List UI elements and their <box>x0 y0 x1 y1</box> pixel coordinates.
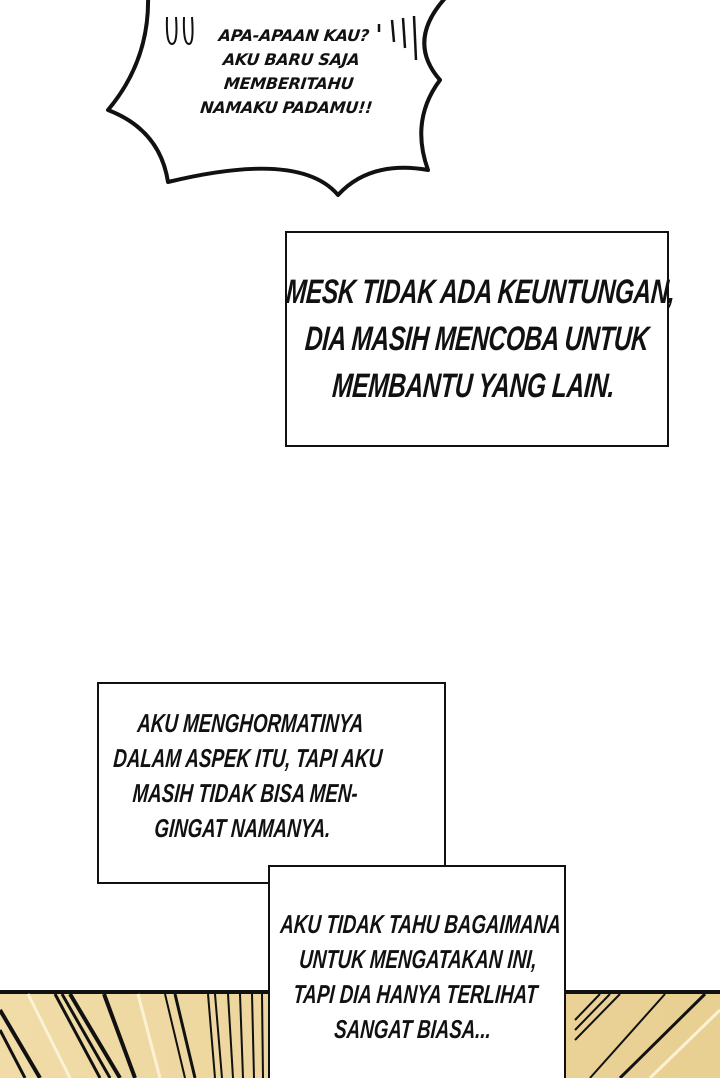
caption-line: MASIH TIDAK BISA MEN- <box>131 778 359 808</box>
bubble-line: APA-APAAN KAU? <box>217 26 370 45</box>
sfx-marks-left <box>165 16 194 46</box>
caption-text: AKU MENGHORMATINYA DALAM ASPEK ITU, TAPI… <box>107 706 386 846</box>
caption-line: GINGAT NAMANYA. <box>153 813 332 843</box>
narration-caption-2: AKU MENGHORMATINYA DALAM ASPEK ITU, TAPI… <box>97 682 446 884</box>
caption-line: TAPI DIA HANYA TERLIHAT <box>292 979 539 1009</box>
bubble-line: MEMBERITAHU <box>223 74 355 93</box>
caption-line: DALAM ASPEK ITU, TAPI AKU <box>112 743 384 773</box>
speech-bubble-shape <box>106 0 447 197</box>
sfx-marks-right <box>377 15 418 61</box>
caption-line: MEMBANTU YANG LAIN. <box>331 366 616 405</box>
bubble-line: NAMAKU PADAMU!! <box>199 98 374 117</box>
bubble-line: AKU BARU SAJA <box>222 50 361 69</box>
speech-bubble-text: APA-APAAN KAU? AKU BARU SAJA MEMBERITAHU… <box>195 24 385 120</box>
caption-line: DIA MASIH MENCOBA UNTUK <box>303 319 651 358</box>
caption-text: MESK TIDAK ADA KEUNTUNGAN, DIA MASIH MEN… <box>277 269 677 410</box>
caption-line: AKU TIDAK TAHU BAGAIMANA <box>279 909 563 939</box>
caption-line: SANGAT BIASA... <box>333 1014 493 1044</box>
narration-caption-3: AKU TIDAK TAHU BAGAIMANA UNTUK MENGATAKA… <box>268 865 566 1078</box>
caption-line: AKU MENGHORMATINYA <box>136 708 365 738</box>
narration-caption-1: MESK TIDAK ADA KEUNTUNGAN, DIA MASIH MEN… <box>285 231 676 447</box>
caption-line: UNTUK MENGATAKAN INI, <box>298 944 539 974</box>
caption-text: AKU TIDAK TAHU BAGAIMANA UNTUK MENGATAKA… <box>271 907 563 1047</box>
caption-line: MESK TIDAK ADA KEUNTUNGAN, <box>284 272 677 311</box>
